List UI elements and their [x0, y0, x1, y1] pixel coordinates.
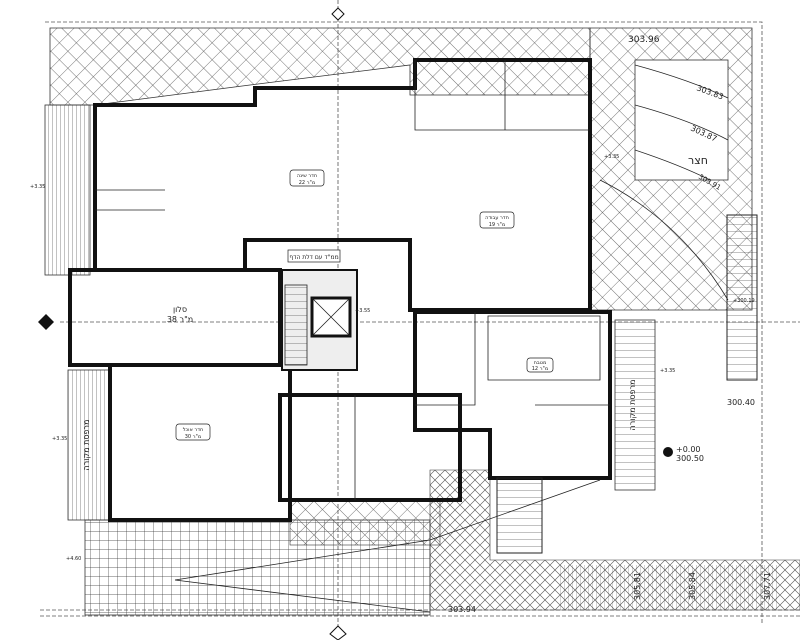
level-right-1: +3.35 [604, 154, 619, 160]
room-tag-living: סלון 38 מ"ר [167, 305, 193, 324]
safe-room-note: ממ"ד עם דלת הדף [287, 249, 341, 263]
level-datum-abs: 300.50 [676, 454, 704, 463]
section-marker-icon [38, 314, 54, 330]
svg-text:מטבח: מטבח [534, 360, 547, 366]
svg-text:19 מ"ר: 19 מ"ר [489, 222, 505, 228]
level-bottom-herringbone: 303.94 [448, 605, 476, 614]
level-bottom-3: 307.71 [763, 572, 772, 600]
level-datum-rel: +0.00 [676, 445, 701, 454]
svg-text:38 מ"ר: 38 מ"ר [167, 315, 193, 324]
level-right-2: +3.35 [660, 368, 675, 374]
level-left-3: +4.60 [66, 556, 81, 562]
building-walls [68, 58, 612, 522]
svg-text:חדר עבודה: חדר עבודה [485, 215, 509, 221]
courtyard-label: חצר [688, 154, 708, 167]
svg-text:22 מ"ר: 22 מ"ר [299, 180, 315, 186]
stairs [284, 214, 758, 554]
svg-text:12 מ"ר: 12 מ"ר [532, 366, 548, 372]
room-tags: חדר שינה 22 מ"ר חדר עבודה 19 מ"ר סלון 38… [82, 169, 637, 471]
right-balcony-label: מרפסת מקורה [628, 380, 637, 431]
paving-areas [44, 27, 800, 616]
courtyard: חצר 303.96 303.83 303.87 303.91 [599, 35, 729, 301]
svg-text:חדר שינה: חדר שינה [297, 173, 317, 179]
svg-text:ממ"ד עם דלת הדף: ממ"ד עם דלת הדף [289, 254, 338, 261]
level-right-stair: 300.40 [727, 398, 755, 407]
section-marker-icon [331, 7, 345, 21]
datum-marker-icon [663, 447, 673, 457]
svg-text:סלון: סלון [173, 305, 187, 314]
svg-text:30 מ"ר: 30 מ"ר [185, 434, 201, 440]
level-right-stair-top: +300.19 [733, 298, 755, 304]
room-tag-lower-left: חדר אוכל 30 מ"ר [175, 423, 211, 441]
level-marks: +0.00 300.50 300.40 +300.19 305.81 305.8… [30, 154, 772, 614]
level-bottom-2: 305.84 [688, 572, 697, 600]
room-tag-right-hall: חדר עבודה 19 מ"ר [479, 211, 515, 229]
level-left-2: +3.35 [52, 436, 67, 442]
level-stair-hall: +3.55 [355, 308, 370, 314]
section-markers [38, 7, 601, 640]
level-left-1: +3.35 [30, 184, 45, 190]
svg-text:חדר אוכל: חדר אוכל [183, 427, 204, 433]
room-tag-kitchen: מטבח 12 מ"ר [526, 357, 554, 373]
room-tag-upper-hall: חדר שינה 22 מ"ר [289, 169, 325, 187]
level-bottom-1: 305.81 [633, 572, 642, 600]
level-courtyard-top: 303.96 [628, 35, 660, 45]
section-marker-icon [329, 625, 347, 640]
left-balcony-label: מרפסת מקורה [82, 420, 91, 471]
